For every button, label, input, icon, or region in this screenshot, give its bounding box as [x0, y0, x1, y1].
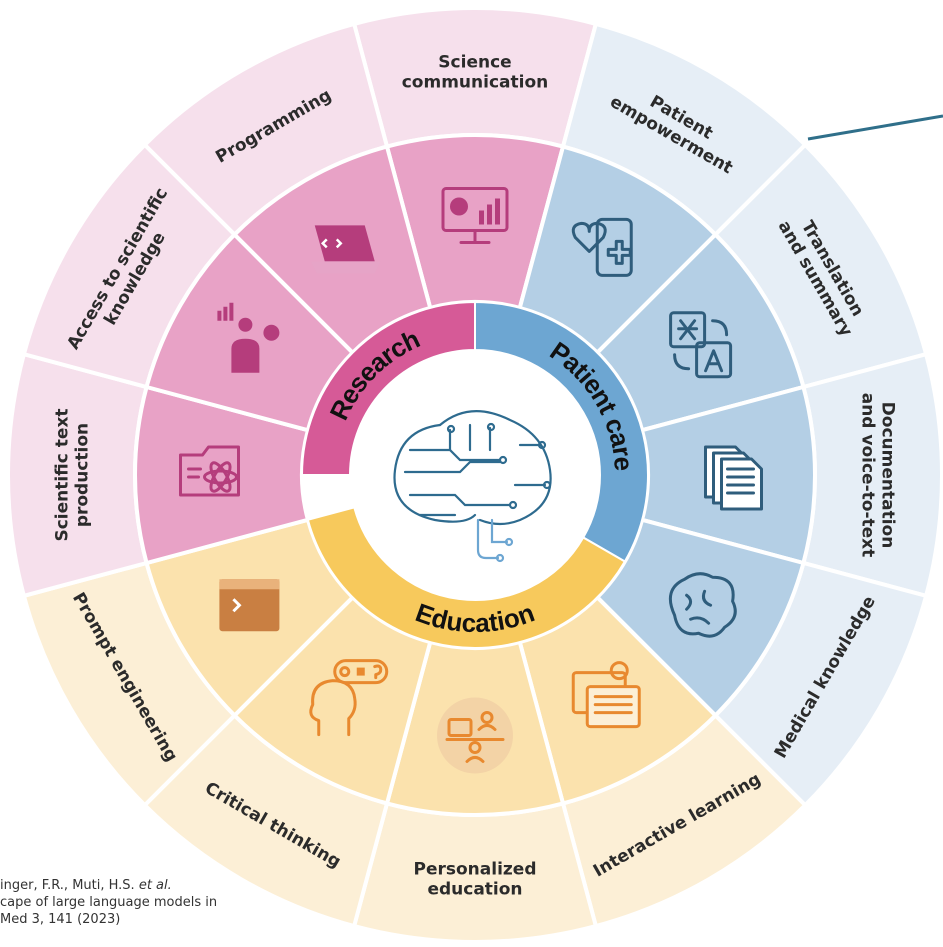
documents-icon [704, 445, 763, 511]
health-phone-icon [571, 217, 633, 277]
segment-translation-and-summary: Translationand summary [594, 141, 929, 433]
segment-label-line: and voice-to-text [858, 393, 878, 558]
segment-label-line: Personalized [414, 860, 537, 880]
science-folder-icon [179, 445, 240, 497]
segment-scientific-text-production: Scientific textproduction [6, 351, 311, 599]
tutor-icon [437, 697, 513, 774]
segment-programming: Programming [141, 21, 433, 356]
segment-access-to-scientific-knowledge: Access to scientificknowledge [21, 141, 356, 433]
citation-et-al: et al. [138, 878, 172, 893]
chart-monitor-icon [441, 187, 509, 244]
callout-line [807, 114, 943, 141]
segment-label-line: production [73, 423, 93, 527]
center [350, 350, 600, 600]
translate-icon [669, 311, 733, 379]
terminal-icon [219, 579, 280, 632]
researcher-icon [217, 302, 280, 373]
segment-label-line: Science [438, 53, 511, 73]
segment-patient-empowerment: Patientempowerment [517, 21, 809, 356]
circuit-brain-icon [393, 410, 552, 563]
segment-medical-knowledge: Medical knowledge [594, 517, 929, 809]
segment-label-line: communication [402, 73, 549, 93]
brain-icon [668, 572, 737, 638]
segment-prompt-engineering: Prompt engineering [21, 517, 356, 809]
segment-label-line: education [427, 880, 522, 900]
segment-label-line: Scientific text [53, 408, 73, 541]
thinking-head-icon [309, 659, 389, 737]
segment-label-documentation: Documentationand voice-to-text [858, 393, 898, 558]
category-education: Education [306, 506, 627, 649]
citation-authors: inger, F.R., Muti, H.S. [0, 878, 139, 893]
citation: inger, F.R., Muti, H.S. et al. cape of l… [0, 877, 360, 928]
citation-line-2: cape of large language models in [0, 895, 218, 910]
segment-interactive-learning: Interactive learning [517, 594, 809, 929]
interactive-screen-icon [571, 661, 641, 729]
segment-label-line: Documentation [878, 402, 898, 549]
citation-line-1: inger, F.R., Muti, H.S. et al. [0, 877, 360, 894]
segment-label-scientific-text-production: Scientific textproduction [53, 408, 93, 541]
segment-critical-thinking: Critical thinking [141, 594, 433, 929]
citation-line-3: Med 3, 141 (2023) [0, 912, 121, 927]
laptop-code-icon [310, 225, 381, 274]
center-disc [350, 350, 600, 600]
